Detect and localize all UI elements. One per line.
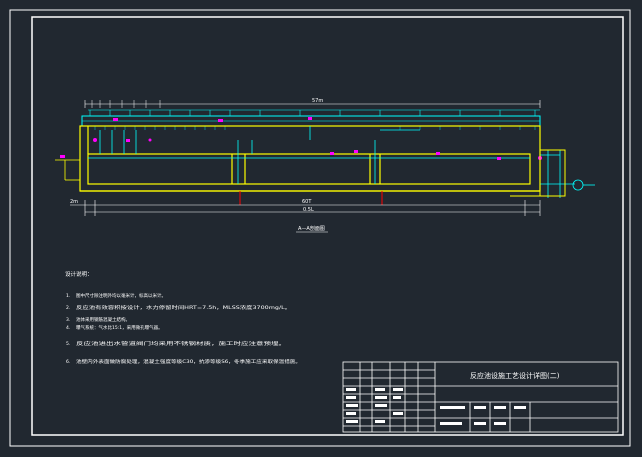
section-drawing: 57m <box>55 98 595 233</box>
outer-frame <box>9 9 631 447</box>
design-notes: 设计说明： 1. 图中尺寸除注明外均以毫米计，标高以米计。 2. 反应池有效容积… <box>65 270 301 365</box>
foundation-markers <box>239 191 383 205</box>
bottom-dim-left: 2m <box>70 199 78 205</box>
railing-posts <box>88 109 540 116</box>
notes-title: 设计说明： <box>65 270 93 278</box>
outlet-base <box>510 190 541 197</box>
note-4-text: 曝气系统：气水比15:1，采用微孔曝气器。 <box>76 324 163 331</box>
outlet-frame <box>539 149 566 197</box>
note-2-text: 反应池有效容积按设计，水力停留时间HRT=7.5h，MLSS浓度3700mg/L… <box>76 304 291 311</box>
note-2-num: 2. <box>66 305 70 311</box>
drawing-title: 反应池设施工艺设计详图(二) <box>470 371 560 380</box>
inner-frame <box>31 16 624 436</box>
note-4-num: 4. <box>66 325 70 331</box>
title-block <box>342 361 619 433</box>
note-3-text: 池体采用钢筋混凝土结构。 <box>76 316 130 323</box>
section-title: A—A剖面图 <box>298 225 325 232</box>
inlet-detail <box>55 159 80 181</box>
note-6-num: 6. <box>66 359 70 365</box>
note-1-num: 1. <box>66 293 70 299</box>
note-3-num: 3. <box>66 317 70 323</box>
note-1-text: 图中尺寸除注明外均以毫米计，标高以米计。 <box>76 292 166 299</box>
note-5-num: 5. <box>66 341 70 347</box>
title-block-cells <box>346 388 526 425</box>
outlet-detail <box>540 150 595 198</box>
valves <box>60 117 542 160</box>
note-6-text: 池壁内外表面做防腐处理，混凝土强度等级C30，抗渗等级S6，冬季施工应采取保温措… <box>76 358 301 365</box>
top-dimension-label: 57m <box>312 98 323 104</box>
note-5-text: 反应池进出水管道阀门均采用不锈钢材质，施工时应注意预埋。 <box>76 340 286 347</box>
pipes <box>88 126 530 184</box>
deck-hatch <box>94 126 536 130</box>
bottom-dim-main: 60T <box>302 199 312 205</box>
bottom-dim-sub: 0.5L <box>303 207 314 213</box>
